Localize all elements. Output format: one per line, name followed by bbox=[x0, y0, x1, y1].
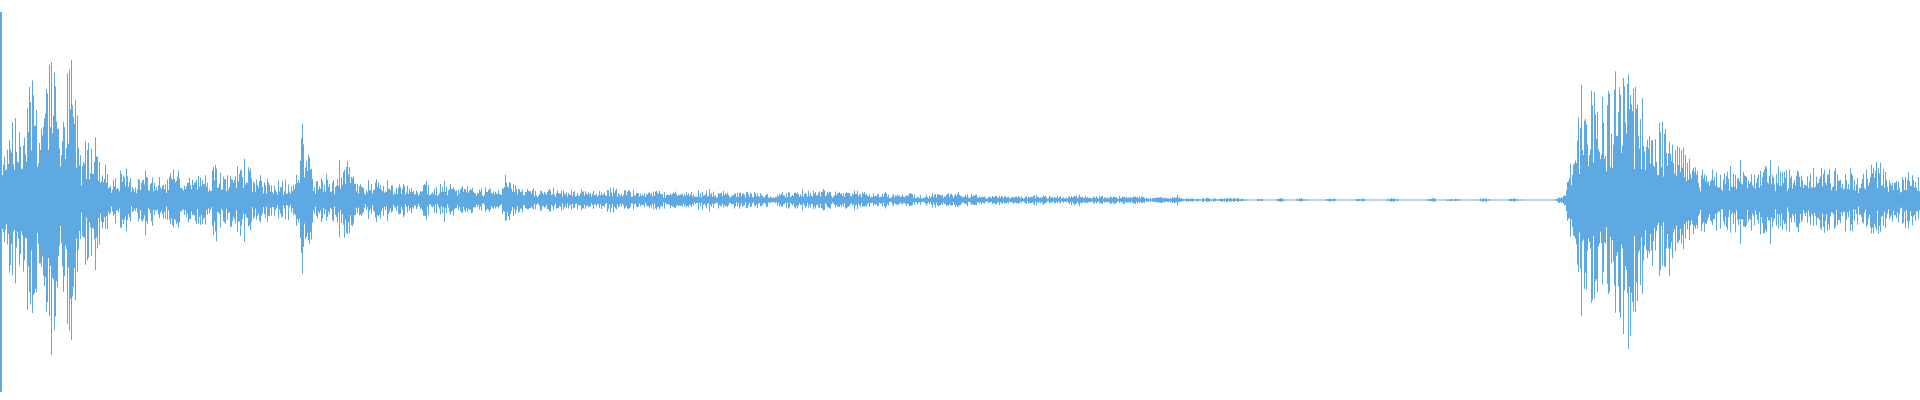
waveform-peaks bbox=[0, 59, 1920, 355]
waveform-samples bbox=[0, 59, 1920, 355]
playhead-cursor[interactable] bbox=[0, 12, 2, 392]
